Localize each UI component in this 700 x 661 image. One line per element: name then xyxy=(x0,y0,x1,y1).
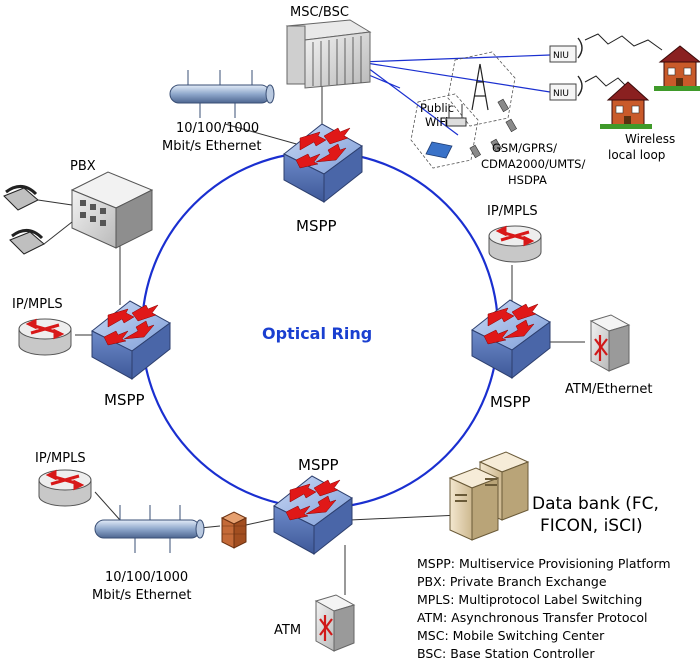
data-bank-servers xyxy=(448,451,530,541)
legend-item: ATM: Asynchronous Transfer Protocol xyxy=(417,610,647,625)
data-bank-label-line2: FICON, iSCI) xyxy=(540,516,643,536)
ethernet-top-label-line2: Mbit/s Ethernet xyxy=(162,139,261,154)
pbx-phone-link-2 xyxy=(43,221,73,245)
ipmpls-left-label: IP/MPLS xyxy=(12,297,63,312)
mspp-switch-icon-top xyxy=(283,123,363,203)
atm-switch-icon-bottom xyxy=(314,593,356,653)
optical-ring-label: Optical Ring xyxy=(262,324,372,343)
public-wifi-label-line2: WiFi xyxy=(425,115,448,129)
ipmpls-bottom-label: IP/MPLS xyxy=(35,451,86,466)
legend-item: PBX: Private Branch Exchange xyxy=(417,574,607,589)
house-icon-top xyxy=(654,45,700,91)
legend-item: MSC: Mobile Switching Center xyxy=(417,628,605,643)
niu-unit-bottom xyxy=(549,75,583,101)
atm-ethernet-label: ATM/Ethernet xyxy=(565,382,652,397)
mspp-switch-icon-left xyxy=(91,300,171,380)
atm-label: ATM xyxy=(274,623,301,638)
telephone-icon-2 xyxy=(9,229,45,255)
pbx-phone-link-1 xyxy=(37,199,73,206)
legend-item: BSC: Base Station Controller xyxy=(417,646,595,661)
router-icon-bottom xyxy=(37,468,93,508)
cellular-label-line2: CDMA2000/UMTS/ xyxy=(481,157,585,171)
wireless-cells xyxy=(410,51,518,169)
mspp-label-top: MSPP xyxy=(296,217,337,235)
firewall-icon xyxy=(220,511,248,549)
ipmpls-right-label: IP/MPLS xyxy=(487,204,538,219)
mspp-switch-icon-bottom xyxy=(273,475,353,555)
legend-item: MSPP: Multiservice Provisioning Platform xyxy=(417,556,671,571)
mspp-label-bottom: MSPP xyxy=(298,456,339,474)
cellular-label-line3: HSDPA xyxy=(508,173,547,187)
niu-label-top: NIU xyxy=(553,51,569,61)
pbx-cabinet xyxy=(70,171,154,249)
cellular-label-line1: GSM/GPRS/ xyxy=(492,141,557,155)
house-icon-bottom xyxy=(600,81,652,129)
atm-switch-icon-right xyxy=(589,313,631,373)
ethernet-bus-top xyxy=(169,70,275,118)
public-wifi-label-line1: Public xyxy=(420,101,454,115)
router-icon-left xyxy=(17,317,73,357)
mspp-switch-icon-right xyxy=(471,299,551,379)
wireless-link-bottom xyxy=(584,75,629,89)
wireless-label-line2: local loop xyxy=(608,148,665,162)
ethernet-bus-bottom xyxy=(94,505,205,553)
ethernet-bottom-label-line2: Mbit/s Ethernet xyxy=(92,588,191,603)
ethernet-bottom-label-line1: 10/100/1000 xyxy=(105,570,188,585)
data-bank-label-line1: Data bank (FC, xyxy=(532,494,659,514)
legend-item: MPLS: Multiprotocol Label Switching xyxy=(417,592,642,607)
legend: MSPP: Multiservice Provisioning Platform… xyxy=(417,556,671,661)
mspp-label-left: MSPP xyxy=(104,391,145,409)
mspp-label-right: MSPP xyxy=(490,393,531,411)
ethernet-top-label-line1: 10/100/1000 xyxy=(176,121,259,136)
router-icon-right xyxy=(487,224,543,264)
wireless-label-line1: Wireless xyxy=(625,132,675,146)
niu-label-bottom: NIU xyxy=(553,89,569,99)
niu-unit-top xyxy=(549,37,583,63)
wireless-links xyxy=(351,54,551,136)
telephone-icon-1 xyxy=(3,185,39,211)
wireless-link-top xyxy=(584,33,663,51)
pbx-label: PBX xyxy=(70,159,96,174)
msc-bsc-rack xyxy=(285,19,372,89)
msc-bsc-label: MSC/BSC xyxy=(290,5,349,20)
